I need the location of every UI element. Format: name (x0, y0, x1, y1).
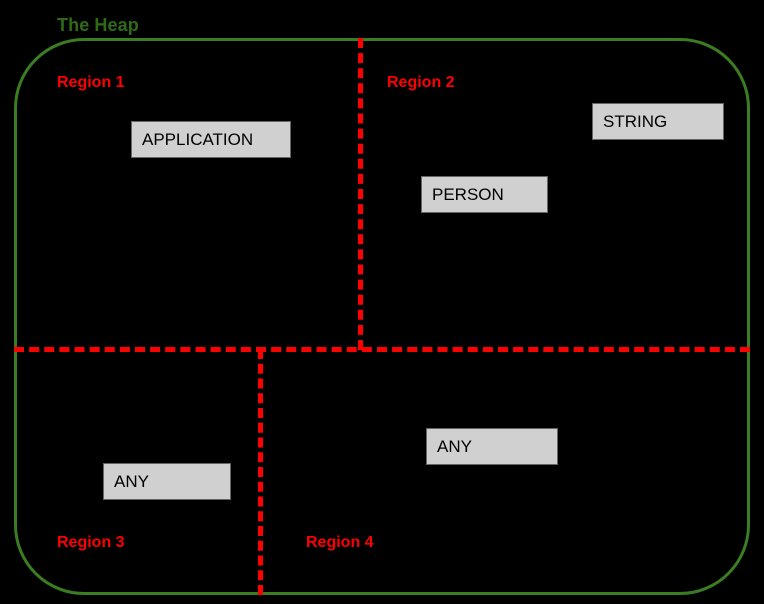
vertical-divider-lower (258, 349, 263, 595)
object-box-application: APPLICATION (131, 121, 291, 158)
vertical-divider-upper (358, 38, 363, 350)
region-label-4: Region 4 (306, 534, 374, 551)
object-box-string: STRING (592, 103, 724, 140)
region-label-1: Region 1 (57, 74, 125, 91)
region-label-2: Region 2 (387, 74, 455, 91)
object-box-any-region3: ANY (103, 463, 231, 500)
heap-boundary (14, 38, 750, 595)
region-label-3: Region 3 (57, 534, 125, 551)
horizontal-divider (14, 347, 750, 352)
object-box-any-region4: ANY (426, 428, 558, 465)
heap-title-label: The Heap (57, 15, 139, 35)
object-box-person: PERSON (421, 176, 548, 213)
